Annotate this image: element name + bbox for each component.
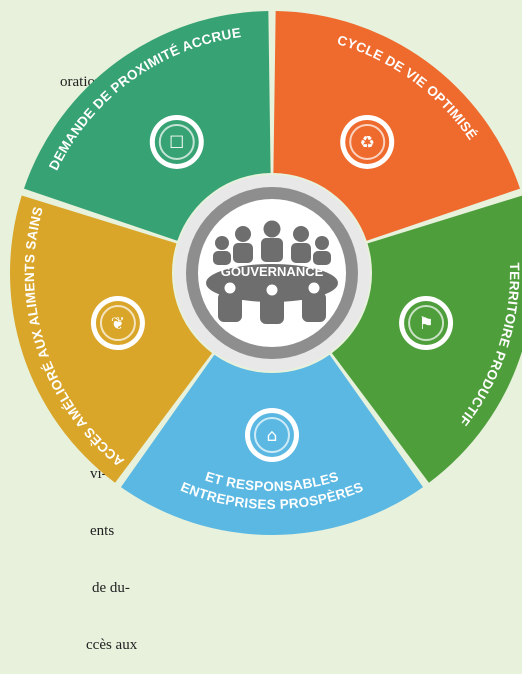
center-label: GOUVERNANCE: [221, 264, 324, 279]
bg-line: ents: [90, 523, 115, 539]
wheel-segment: [23, 11, 271, 241]
factory-landscape-icon: ⌂: [245, 408, 299, 462]
meeting-table-icon: [206, 220, 338, 324]
bg-line: de du-: [92, 580, 130, 596]
hands-food-icon: ❦: [90, 296, 145, 351]
svg-text:❦: ❦: [111, 314, 125, 334]
wheel-segment: [273, 11, 521, 241]
recycle-icon: ♻: [340, 114, 395, 169]
bg-line: ccès aux: [86, 637, 138, 653]
svg-text:♻: ♻: [360, 133, 375, 153]
local-cart-icon: ☐: [149, 114, 204, 169]
territory-map-icon: ⚑: [399, 296, 454, 351]
svg-text:☐: ☐: [169, 133, 184, 153]
svg-text:⚑: ⚑: [418, 314, 433, 334]
svg-text:⌂: ⌂: [267, 426, 278, 446]
